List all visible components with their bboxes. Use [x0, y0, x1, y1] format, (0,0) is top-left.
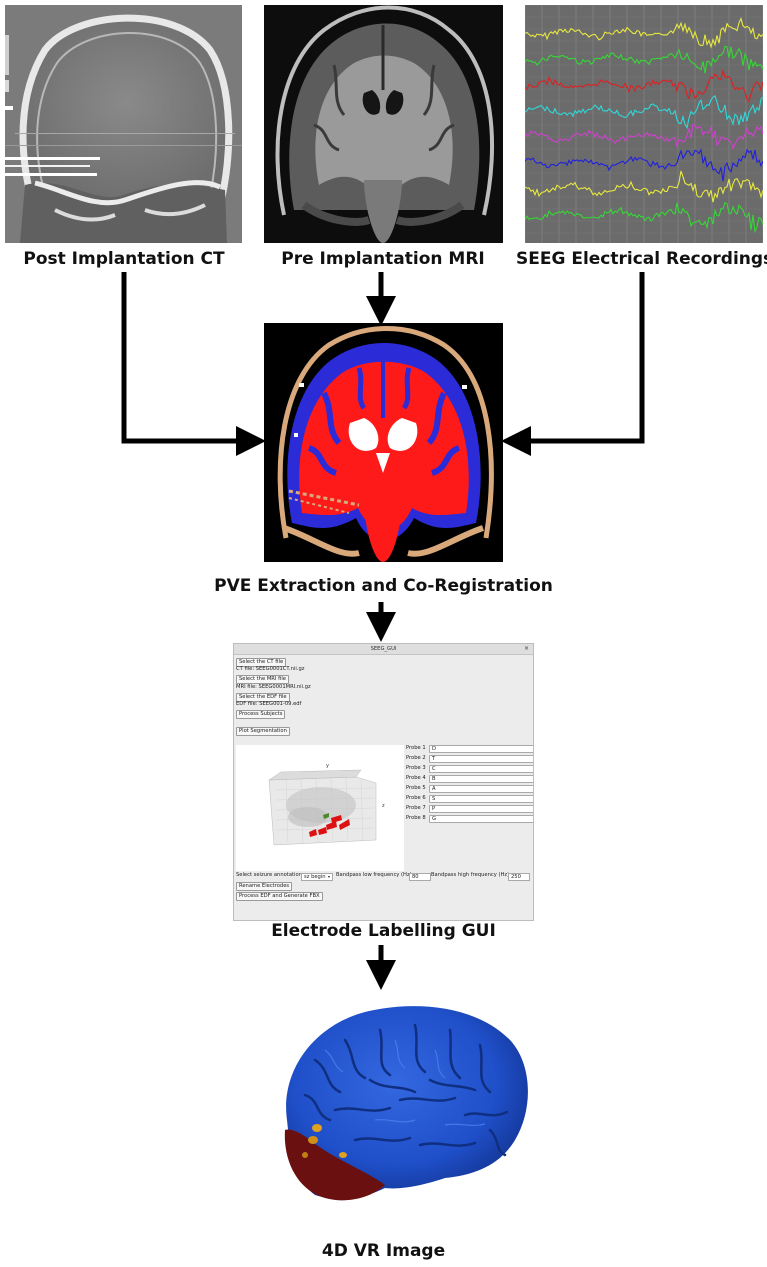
seeg-caption: SEEG Electrical Recordings	[516, 249, 767, 269]
probe-input[interactable]: C	[429, 764, 533, 773]
pve-caption: PVE Extraction and Co-Registration	[214, 576, 553, 596]
electrode-mark	[339, 1152, 347, 1158]
seeg-trace	[525, 17, 763, 49]
probe-input[interactable]: T	[429, 754, 533, 763]
bandpass-low-input[interactable]: 80	[409, 872, 431, 881]
pve-image	[264, 323, 503, 562]
probe-input[interactable]: P	[429, 804, 533, 813]
select-ct-button[interactable]: Select the CT file	[236, 658, 287, 667]
gui-title-bar: SEEG_GUI ×	[234, 644, 533, 655]
arrow-ct-to-pve	[121, 272, 266, 456]
process-edf-button[interactable]: Process EDF and Generate FBX	[236, 892, 323, 901]
rename-electrodes-button[interactable]: Rename Electrodes	[236, 882, 293, 891]
electrode-mark	[323, 813, 329, 819]
electrode-mark	[318, 827, 327, 835]
seeg-trace	[525, 123, 763, 150]
electrode-mark	[331, 815, 342, 823]
mri-image	[264, 5, 503, 243]
probe-label: Probe 2	[406, 755, 426, 761]
edf-file-label: EDF file: SEEG001-09.edf	[236, 701, 302, 707]
electrode-labelling-gui-window: SEEG_GUI × Select the CT file CT file: S…	[233, 643, 534, 921]
seeg-trace	[525, 170, 763, 203]
seeg-trace	[525, 95, 763, 130]
select-edf-button[interactable]: Select the EDF file	[236, 693, 290, 702]
plot-segmentation-button[interactable]: Plot Segmentation	[236, 727, 290, 736]
seeg-trace	[525, 147, 763, 182]
seeg-trace	[525, 68, 763, 103]
probe-label: Probe 8	[406, 815, 426, 821]
mri-caption: Pre Implantation MRI	[281, 249, 485, 269]
seeg-trace	[525, 45, 763, 74]
electrode-mark	[309, 829, 317, 837]
mri-file-label: MRI file: SEEG0001MRI.nii.gz	[236, 684, 311, 690]
probe-input[interactable]: A	[429, 784, 533, 793]
probe-label: Probe 1	[406, 745, 426, 751]
select-mri-button[interactable]: Select the MRI file	[236, 675, 289, 684]
gui-caption: Electrode Labelling GUI	[271, 921, 496, 941]
seizure-annotation-label: Select seizure annotation	[236, 872, 302, 878]
process-subjects-button[interactable]: Process Subjects	[236, 710, 286, 719]
bandpass-high-label: Bandpass high frequency (Hz)	[431, 872, 510, 878]
bandpass-high-input[interactable]: 250	[508, 872, 530, 881]
segmentation-plot[interactable]: y z	[236, 745, 404, 871]
gui-title: SEEG_GUI	[370, 646, 397, 652]
bandpass-low-label: Bandpass low frequency (Hz)	[336, 872, 412, 878]
electrode-mark	[312, 1124, 322, 1132]
ct-image	[5, 5, 242, 243]
close-icon[interactable]: ×	[523, 645, 529, 652]
chevron-down-icon: ▾	[327, 873, 330, 879]
ct-file-label: CT file: SEEG0001CT.nii.gz	[236, 666, 305, 672]
probe-label: Probe 3	[406, 765, 426, 771]
seeg-trace	[525, 201, 763, 234]
probe-label: Probe 6	[406, 795, 426, 801]
seeg-image	[525, 5, 763, 243]
arrow-seeg-to-pve	[501, 272, 645, 456]
probe-input[interactable]: B	[429, 774, 533, 783]
electrode-mark	[302, 1152, 308, 1158]
probe-label: Probe 7	[406, 805, 426, 811]
probe-label: Probe 5	[406, 785, 426, 791]
electrode-mark	[308, 1136, 318, 1144]
seizure-annotation-value: sz begin	[304, 873, 326, 880]
probe-label: Probe 4	[406, 775, 426, 781]
probe-input[interactable]: G	[429, 814, 533, 823]
ct-caption: Post Implantation CT	[23, 249, 225, 269]
electrode-mark	[326, 821, 337, 830]
plot-y-axis-label: y	[326, 763, 329, 769]
seizure-annotation-select[interactable]: sz begin ▾	[301, 872, 333, 881]
plot-z-axis-label: z	[382, 803, 385, 809]
plot-3d-box: y z	[268, 763, 385, 846]
probe-input[interactable]: D	[429, 744, 533, 753]
vr-caption: 4D VR Image	[321, 1241, 446, 1261]
vr-brain-image	[275, 1000, 535, 1210]
electrode-mark	[339, 819, 350, 830]
probe-input[interactable]: S	[429, 794, 533, 803]
